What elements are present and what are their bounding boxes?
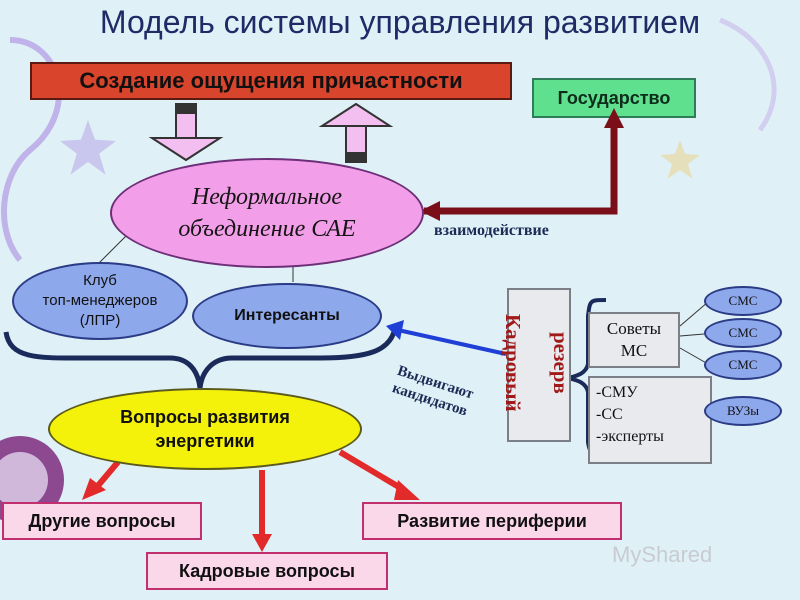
informal-line2: объединение САЕ xyxy=(178,216,356,242)
club-ellipse: Клуб топ-менеджеров (ЛПР) xyxy=(12,262,188,340)
decor-swirl xyxy=(1,37,62,262)
nominate-arrow xyxy=(397,328,507,356)
cms-ellipse: СМС xyxy=(704,318,782,348)
club-line1: Клуб xyxy=(83,272,117,289)
page-title: Модель системы управления развитием xyxy=(99,4,701,40)
councils-line1: Советы xyxy=(606,319,662,338)
stakeholders-ellipse: Интересанты xyxy=(192,283,382,349)
club-line2: топ-менеджеров xyxy=(42,292,158,309)
informal-union-label: Неформальное объединение САЕ xyxy=(110,158,424,268)
club-line3: (ЛПР) xyxy=(79,312,121,329)
cms-ellipse: СМС xyxy=(704,350,782,380)
reserve-label: Кадровый резерв xyxy=(501,288,573,438)
decor-circle xyxy=(0,452,48,508)
red-arrow xyxy=(93,460,121,490)
energy-line2: энергетики xyxy=(155,431,255,451)
up-arrow-icon xyxy=(318,102,394,163)
arrowhead-icon xyxy=(604,108,624,128)
reserve-box xyxy=(507,288,571,442)
other-issues-box: Другие вопросы xyxy=(2,502,202,540)
decor-star xyxy=(60,120,116,175)
arrowhead-icon xyxy=(420,201,440,221)
reserve-line2: резерв xyxy=(549,332,573,394)
decor-swirl xyxy=(719,17,777,132)
informal-line1: Неформальное xyxy=(191,184,343,210)
universities-ellipse: ВУЗы xyxy=(704,396,782,426)
reserve-line1: Кадровый xyxy=(501,314,525,412)
down-arrow-icon xyxy=(148,103,224,162)
councils-line2: МС xyxy=(620,341,648,360)
smu-item: -СС xyxy=(596,406,623,423)
interaction-arrow xyxy=(424,126,618,215)
connector-line xyxy=(679,301,709,327)
cms-ellipse: СМС xyxy=(704,286,782,316)
arrowhead-icon xyxy=(394,480,420,500)
connector-line xyxy=(679,347,709,365)
smu-item: -СМУ xyxy=(596,384,638,401)
arrowhead-icon xyxy=(252,534,272,552)
decor-star xyxy=(660,140,700,179)
hr-issues-box: Кадровые вопросы xyxy=(146,552,388,590)
arrowhead-icon xyxy=(82,478,106,500)
watermark: MyShared xyxy=(612,542,713,567)
informal-union-ellipse xyxy=(110,158,424,268)
red-arrow xyxy=(338,449,406,493)
connector-line xyxy=(679,333,705,337)
periphery-box: Развитие периферии xyxy=(362,502,622,540)
smu-item: -эксперты xyxy=(596,428,664,445)
interaction-label: взаимодействие xyxy=(434,222,549,239)
energy-line1: Вопросы развития xyxy=(120,407,290,427)
smu-list-box: -СМУ -СС -эксперты xyxy=(588,376,712,464)
energy-issues-ellipse: Вопросы развития энергетики xyxy=(48,388,362,470)
arrowhead-icon xyxy=(386,320,404,340)
belonging-banner: Создание ощущения причастности xyxy=(30,62,512,100)
